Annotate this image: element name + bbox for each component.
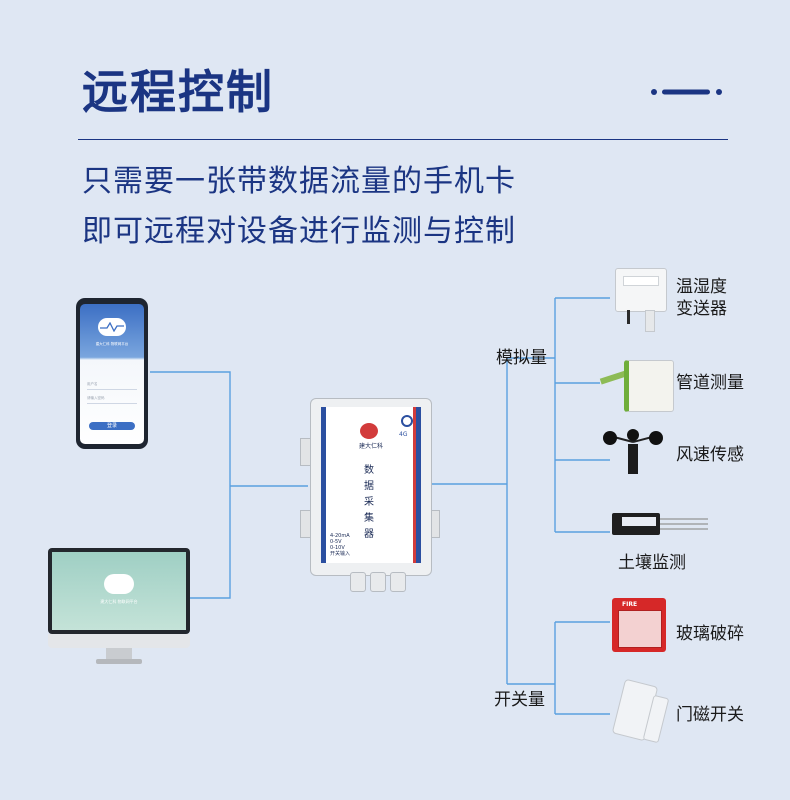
collector-panel: 建大仁科 数据采集器 4-20mA 0-5V 0-10V 开关输入 [321, 407, 421, 563]
phone-brand-text: 建大仁科 物联网平台 [95, 342, 129, 346]
io-specs: 4-20mA 0-5V 0-10V 开关输入 [330, 533, 350, 557]
login-button[interactable]: 登录 [89, 422, 135, 430]
cable-gland-icon [370, 572, 386, 592]
data-collector-device: 建大仁科 数据采集器 4-20mA 0-5V 0-10V 开关输入 4G [300, 398, 440, 593]
io-line: 0-5V [330, 539, 342, 545]
monitor-stand [106, 648, 132, 660]
cloud-logo-icon [104, 574, 134, 594]
cable-gland-icon [350, 572, 366, 592]
monitor-bezel: 建大仁科 物联网平台 [48, 548, 190, 634]
header-divider [78, 139, 728, 140]
subtitle-line-2: 即可远程对设备进行监测与控制 [82, 214, 516, 249]
subtitle-line-1: 只需要一张带数据流量的手机卡 [82, 164, 516, 199]
brand-logo-icon [360, 423, 378, 439]
group-label-analog: 模拟量 [496, 348, 547, 368]
smartphone: 建大仁科 物联网平台 用户名 请输入密码 登录 [76, 298, 148, 449]
device-label-temp-humidity: 温湿度 变送器 [676, 277, 727, 319]
title-decoration [651, 89, 722, 95]
monitor-base [96, 659, 142, 664]
signal-label: 4G [399, 431, 408, 438]
anemometer-icon [603, 429, 663, 474]
collector-housing: 建大仁科 数据采集器 4-20mA 0-5V 0-10V 开关输入 4G [310, 398, 432, 576]
pulse-icon [100, 322, 124, 332]
glass-break-alarm-icon: FIRE [612, 598, 666, 652]
device-label-pipe: 管道测量 [676, 373, 744, 393]
device-label-soil: 土壤监测 [618, 553, 686, 573]
device-label-wind: 风速传感 [676, 445, 744, 465]
io-line: 4-20mA [330, 533, 350, 539]
device-label-glass: 玻璃破碎 [676, 624, 744, 644]
collector-label: 数据采集器 [364, 465, 374, 540]
signal-icon [401, 415, 413, 427]
device-label-door: 门磁开关 [676, 705, 744, 725]
desktop-monitor: 建大仁科 物联网平台 [48, 548, 190, 666]
temp-humidity-sensor-icon [615, 268, 667, 332]
soil-sensor-icon [612, 508, 708, 538]
io-line: 开关输入 [330, 551, 351, 557]
red-stripe [413, 407, 416, 563]
group-label-switch: 开关量 [494, 690, 545, 710]
phone-screen: 建大仁科 物联网平台 用户名 请输入密码 登录 [80, 304, 144, 444]
door-magnet-icon [611, 678, 670, 744]
account-input[interactable]: 用户名 [87, 382, 137, 390]
monitor-screen: 建大仁科 物联网平台 [52, 552, 186, 630]
pipe-sensor-icon [599, 358, 674, 414]
password-input[interactable]: 请输入密码 [87, 396, 137, 404]
cable-gland-icon [390, 572, 406, 592]
monitor-brand-text: 建大仁科 物联网平台 [100, 599, 138, 604]
monitor-chin [48, 634, 190, 648]
io-line: 0-10V [330, 545, 345, 551]
collector-logo-text: 建大仁科 [358, 443, 383, 450]
page-title: 远程控制 [82, 65, 274, 119]
